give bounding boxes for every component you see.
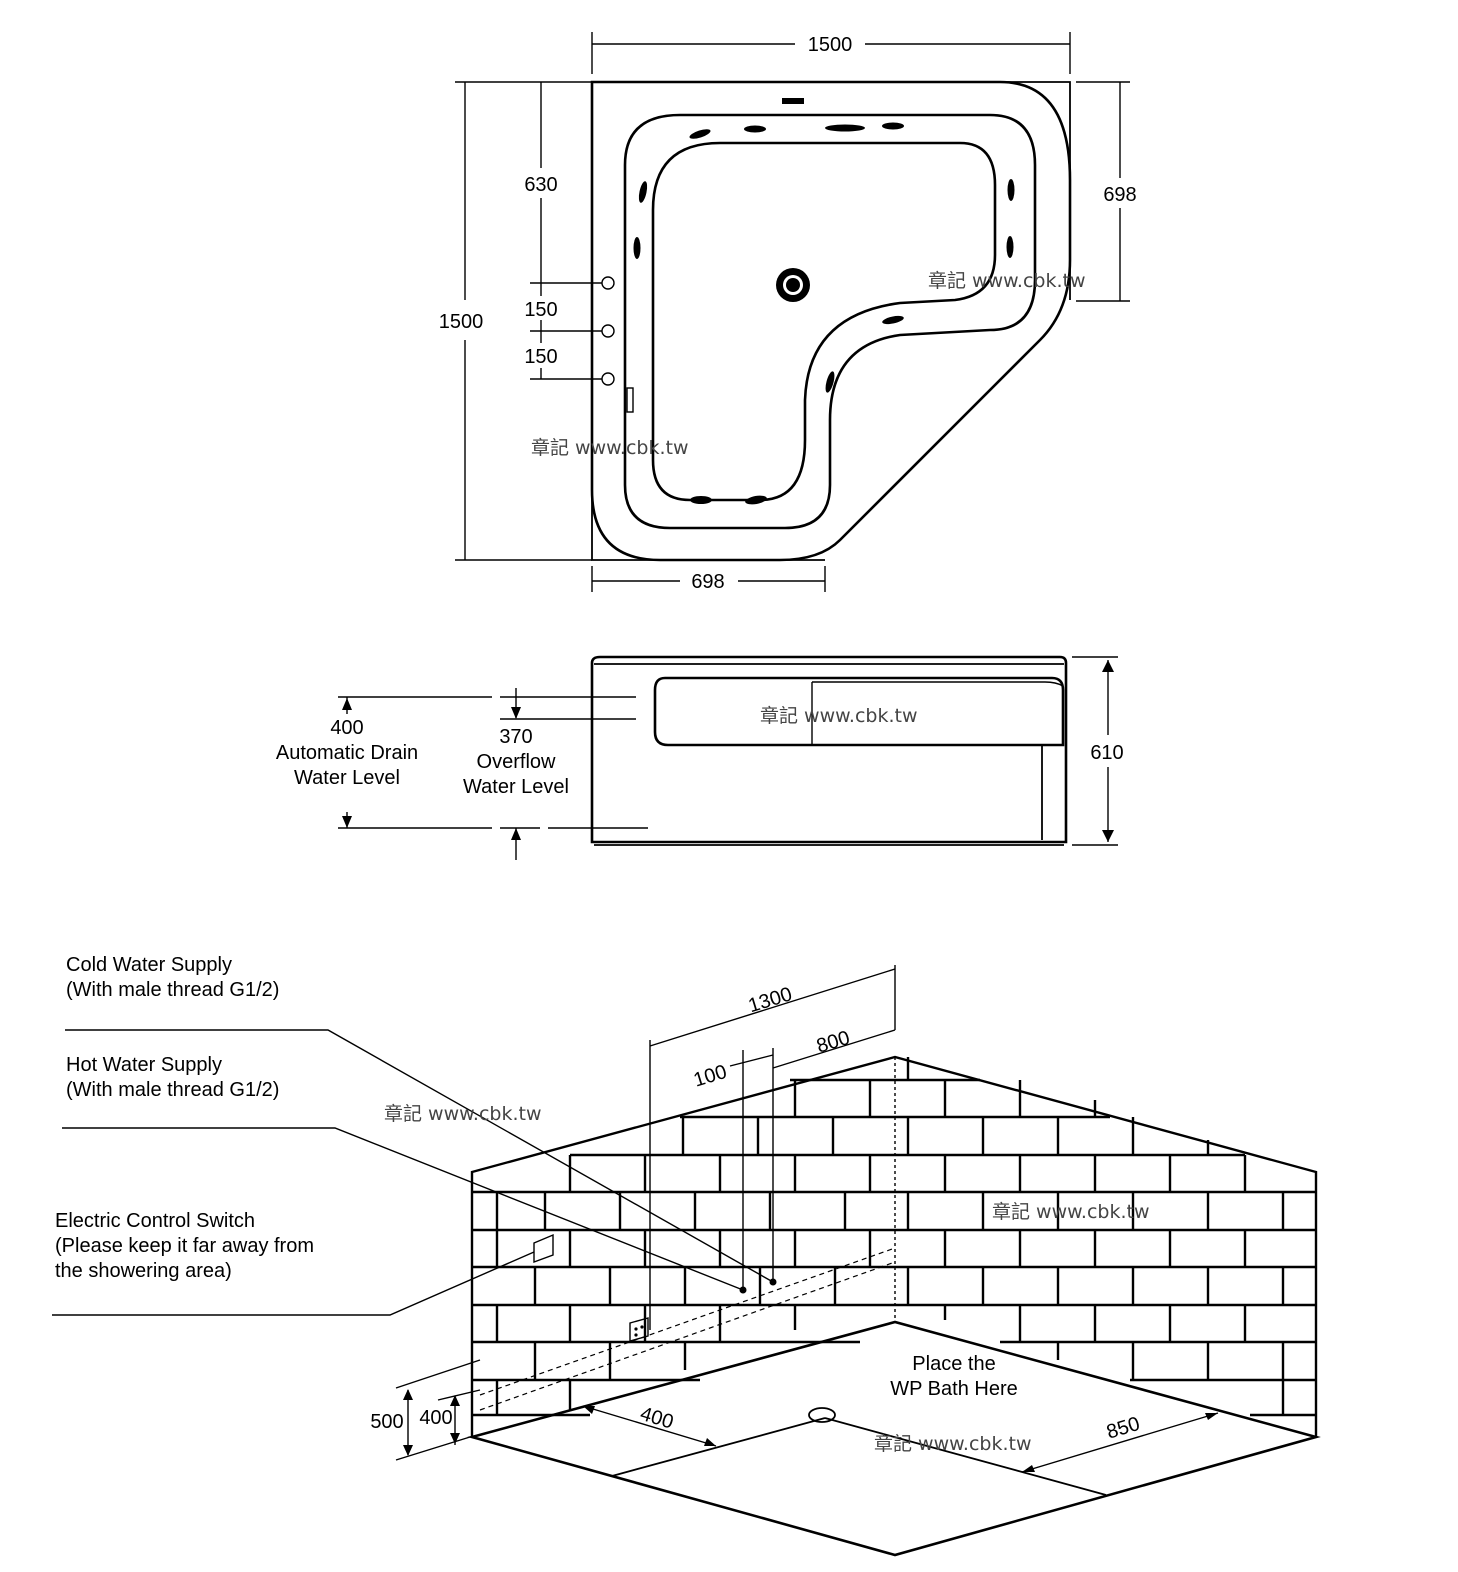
electric-switch-icon [533, 1233, 554, 1264]
overflow-level-line1: Overflow [477, 751, 556, 773]
watermark-5: 章記 www.cbk.tw [992, 1201, 1150, 1223]
dim-800: 800 [814, 1027, 852, 1058]
side-inner-basin [653, 676, 1065, 747]
side-outer-body [590, 655, 1068, 844]
brick-courses-right [895, 1057, 1316, 1417]
bath-basin [651, 141, 997, 502]
control-badge-icon [782, 98, 804, 104]
drain-level-value: 400 [330, 717, 363, 739]
jet-nozzles [633, 122, 1015, 505]
dim-1300: 1300 [746, 983, 795, 1017]
overflow-level-line2: Water Level [463, 776, 569, 798]
watermark-4: 章記 www.cbk.tw [384, 1103, 542, 1125]
hot-water-label-line2: (With male thread G1/2) [66, 1079, 279, 1101]
dim-seat-width-bottom: 698 [691, 571, 724, 593]
cold-water-label-line2: (With male thread G1/2) [66, 979, 279, 1001]
watermark-3: 章記 www.cbk.tw [760, 705, 918, 727]
floor-area [467, 1320, 1321, 1557]
dim-depth-left: 1500 [439, 311, 484, 333]
dim-850: 850 [1104, 1413, 1142, 1444]
cold-water-label-line1: Cold Water Supply [66, 954, 232, 976]
watermark-6: 章記 www.cbk.tw [874, 1433, 1032, 1455]
switch-label-line2: (Please keep it far away from [55, 1235, 314, 1257]
hot-water-label-line1: Hot Water Supply [66, 1054, 222, 1076]
fitting-port-3 [601, 372, 615, 386]
dim-150-b: 150 [524, 346, 557, 368]
overflow-level-value: 370 [499, 726, 532, 748]
dim-seat-depth-right: 698 [1103, 184, 1136, 206]
top-view: 1500 1500 698 698 630 150 150 章記 www.cbk… [439, 32, 1137, 593]
dim-height-610: 610 [1090, 742, 1123, 764]
fitting-port-2 [601, 324, 615, 338]
dim-400-floor: 400 [638, 1403, 676, 1434]
dim-150-a: 150 [524, 299, 557, 321]
drain-level-line1: Automatic Drain [276, 742, 418, 764]
switch-label-line3: the showering area) [55, 1260, 232, 1282]
dim-width-top: 1500 [808, 34, 853, 56]
floor-drain-icon [808, 1407, 836, 1423]
switch-label-line1: Electric Control Switch [55, 1210, 255, 1232]
control-handle [626, 387, 634, 413]
drain-level-line2: Water Level [294, 767, 400, 789]
place-bath-line2: WP Bath Here [890, 1378, 1017, 1400]
side-view: 610 400 Automatic Drain Water Level 370 … [276, 655, 1124, 860]
watermark-1: 章記 www.cbk.tw [928, 270, 1086, 292]
watermark-2: 章記 www.cbk.tw [531, 437, 689, 459]
dim-630: 630 [524, 174, 557, 196]
fitting-port-1 [601, 276, 615, 290]
dim-500: 500 [370, 1411, 403, 1433]
installation-view: 1300 800 100 500 400 400 850 Cold Water … [52, 954, 1321, 1557]
brick-courses-left [472, 1078, 895, 1417]
dim-100: 100 [691, 1061, 729, 1092]
bath-outer-rim [590, 80, 1072, 562]
socket-box-icon [629, 1317, 649, 1342]
bath-inner-rim [623, 113, 1037, 530]
dim-400-height: 400 [419, 1407, 452, 1429]
place-bath-line1: Place the [912, 1353, 995, 1375]
